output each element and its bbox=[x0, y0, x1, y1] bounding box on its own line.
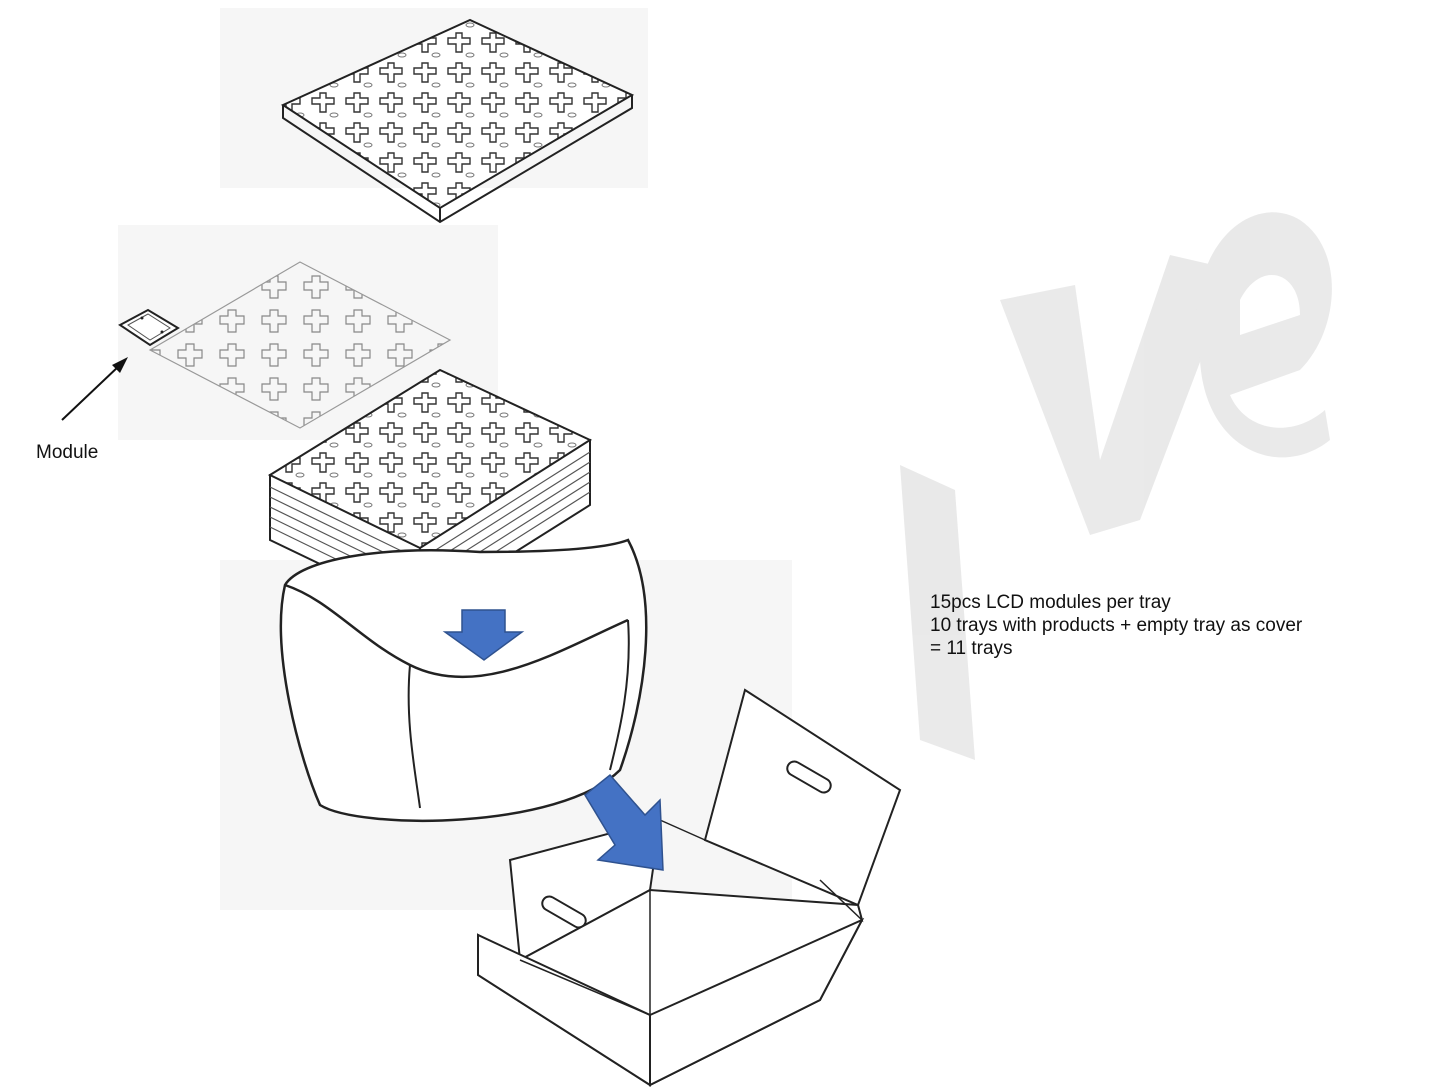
packing-notes: 15pcs LCD modules per tray 10 trays with… bbox=[930, 591, 1302, 660]
note-trays-composition: 10 trays with products + empty tray as c… bbox=[930, 614, 1302, 637]
note-total-trays: = 11 trays bbox=[930, 637, 1302, 660]
watermark bbox=[900, 212, 1332, 760]
watermark-letter-e bbox=[1196, 212, 1331, 457]
module-label: Module bbox=[36, 441, 98, 464]
protective-bag bbox=[281, 540, 646, 821]
note-modules-per-tray: 15pcs LCD modules per tray bbox=[930, 591, 1302, 614]
